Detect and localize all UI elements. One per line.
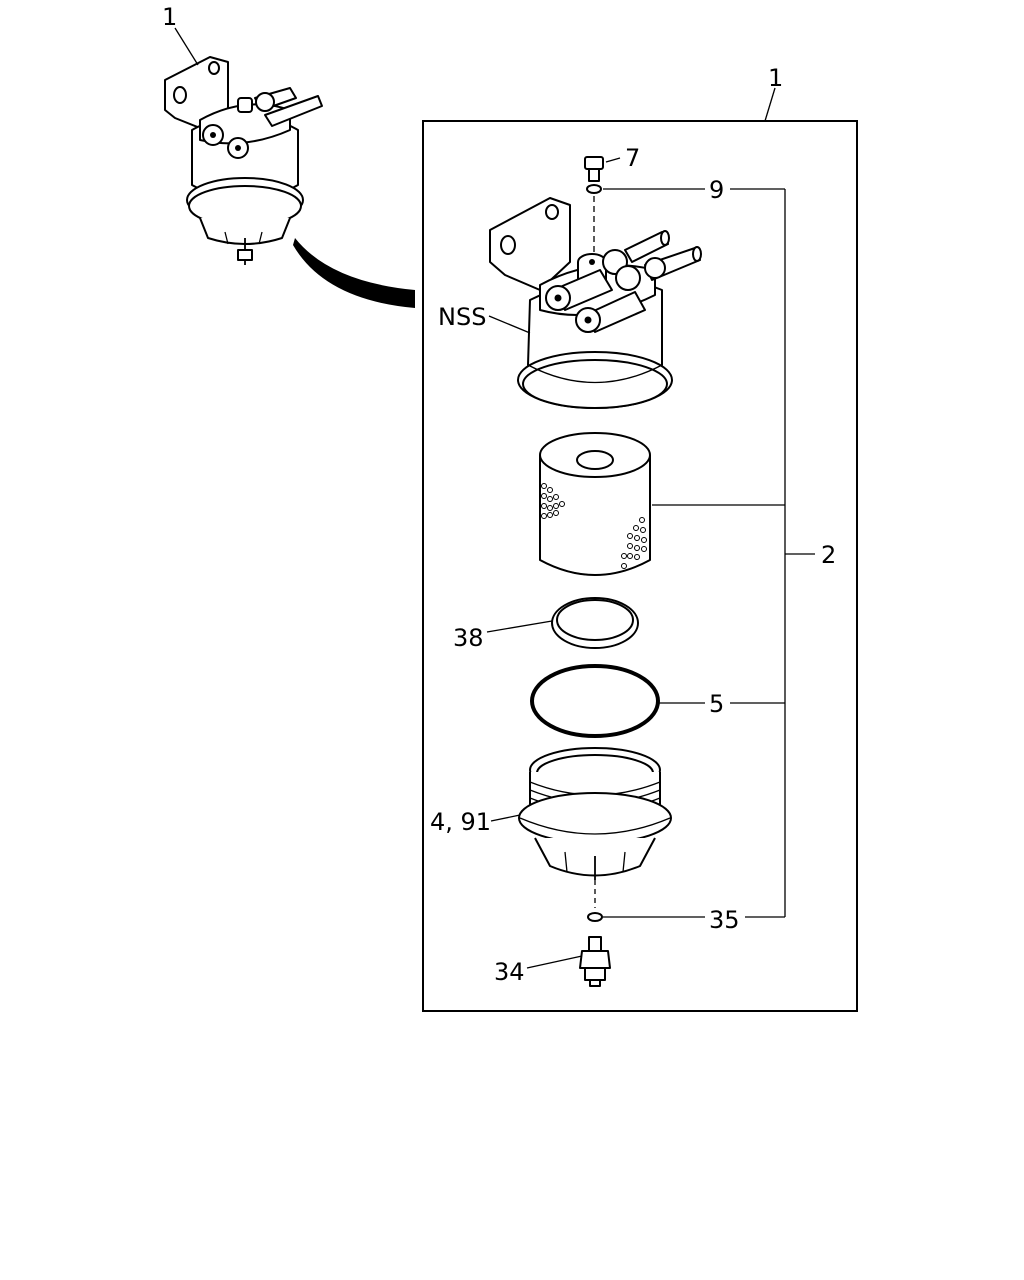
callout-assembly-top-left: 1: [162, 3, 177, 31]
transition-arrow: [293, 238, 415, 308]
filter-bowl: [518, 747, 672, 880]
callout-bowl: 4, 91: [430, 808, 491, 836]
callout-kit: 2: [821, 541, 836, 569]
callout-oring: 5: [709, 690, 724, 718]
drain-washer: [587, 912, 603, 922]
callout-drain: 34: [494, 958, 525, 986]
assembled-fuel-filter: [164, 56, 323, 265]
filter-cartridge: [539, 432, 651, 576]
o-ring: [530, 664, 660, 738]
callout-drain-washer: 35: [709, 906, 740, 934]
callout-head: NSS: [438, 303, 486, 331]
seal-ring: [551, 597, 639, 649]
callout-plug: 7: [625, 144, 640, 172]
plug-washer: [586, 184, 602, 194]
bleed-plug: [584, 156, 604, 182]
callout-assembly-box: 1: [768, 64, 783, 92]
callout-plug-washer: 9: [709, 176, 724, 204]
filter-head: [489, 197, 702, 409]
detail-frame: [422, 120, 858, 1012]
drain-plug: [579, 936, 611, 987]
callout-ring: 38: [453, 624, 484, 652]
